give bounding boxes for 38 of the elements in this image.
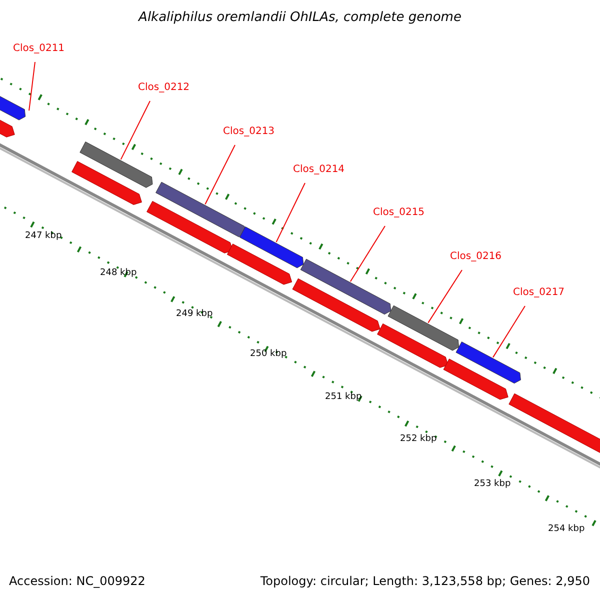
gene-label: Clos_0214 — [293, 164, 345, 175]
accession-note: Accession: NC_009922 — [9, 574, 146, 588]
diagram-title: Alkaliphilus oremlandii OhILAs, complete genome — [137, 10, 462, 25]
gene-bar — [292, 278, 380, 332]
gene-bar — [226, 244, 292, 285]
gene-bar — [72, 161, 142, 205]
scale-label: 249 kbp — [176, 309, 213, 319]
gene-bar — [377, 323, 448, 368]
gene-bar — [443, 358, 508, 400]
leader-line — [276, 182, 306, 243]
gene-bar — [239, 226, 304, 268]
gene-label: Clos_0211 — [13, 43, 65, 54]
leader-line — [28, 62, 36, 112]
gene-bar — [508, 393, 600, 453]
scale-label: 250 kbp — [250, 349, 287, 359]
gene-bar — [388, 305, 460, 351]
leader-line — [204, 144, 236, 205]
leader-line — [120, 100, 150, 160]
scale-label: 251 kbp — [325, 392, 362, 402]
gene-label: Clos_0213 — [223, 126, 275, 137]
scale-label: 254 kbp — [548, 524, 585, 534]
scale-label: 252 kbp — [400, 434, 437, 444]
scale-label: 253 kbp — [474, 479, 511, 489]
leader-line — [492, 306, 526, 358]
scale-label: 248 kbp — [100, 268, 137, 278]
scale-label: 247 kbp — [25, 231, 62, 241]
gene-label: Clos_0217 — [513, 287, 565, 298]
leader-line — [350, 226, 386, 282]
gene-bar — [146, 200, 233, 254]
gene-bar — [456, 342, 521, 384]
gene-label: Clos_0212 — [138, 82, 190, 93]
gene-bar — [156, 182, 246, 238]
gene-bar — [300, 258, 392, 315]
gene-label: Clos_0216 — [450, 251, 502, 262]
genome-info-note: Topology: circular; Length: 3,123,558 bp; Genes: 2,950 — [260, 574, 590, 588]
gene-bar — [80, 142, 153, 188]
leader-line — [428, 270, 462, 324]
gene-label: Clos_0215 — [373, 207, 425, 218]
